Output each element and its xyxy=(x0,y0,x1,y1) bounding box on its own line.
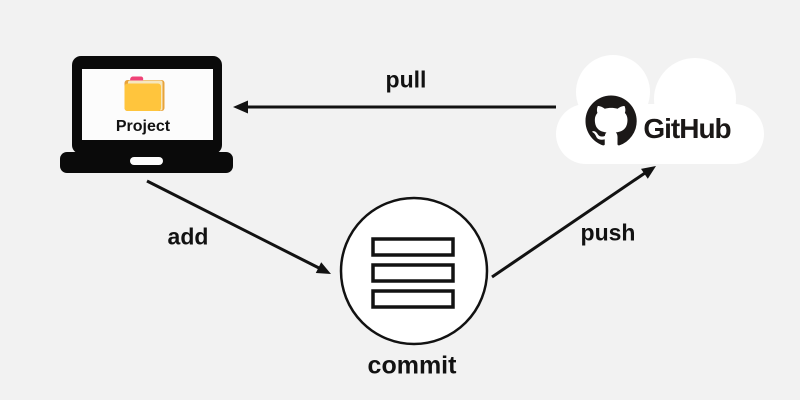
cloud-body xyxy=(556,104,764,164)
push-arrowhead xyxy=(641,166,656,179)
github-cloud-icon xyxy=(556,55,764,164)
folder-icon xyxy=(124,76,165,111)
add-arrow xyxy=(146,179,331,274)
staged-file-row xyxy=(371,237,455,257)
push-arrow-line xyxy=(491,171,646,279)
pull-arrow xyxy=(233,100,556,114)
staged-file-row xyxy=(371,263,455,283)
pull-arrow-label: pull xyxy=(385,66,427,93)
laptop-icon xyxy=(60,56,233,173)
push-arrow xyxy=(491,166,656,279)
add-arrow-label: add xyxy=(167,223,209,250)
add-arrowhead xyxy=(315,262,331,274)
staged-file-row xyxy=(371,289,455,309)
project-label: Project xyxy=(115,118,171,135)
staged-files-icon xyxy=(339,196,489,346)
pull-arrowhead xyxy=(233,100,248,114)
add-arrow-line xyxy=(146,179,320,270)
github-label: GitHub xyxy=(643,113,731,144)
folder-front xyxy=(124,83,161,111)
github-logo-icon xyxy=(585,95,637,146)
push-arrow-label: push xyxy=(580,219,636,246)
laptop-notch xyxy=(130,157,163,165)
commit-label: commit xyxy=(367,351,457,380)
